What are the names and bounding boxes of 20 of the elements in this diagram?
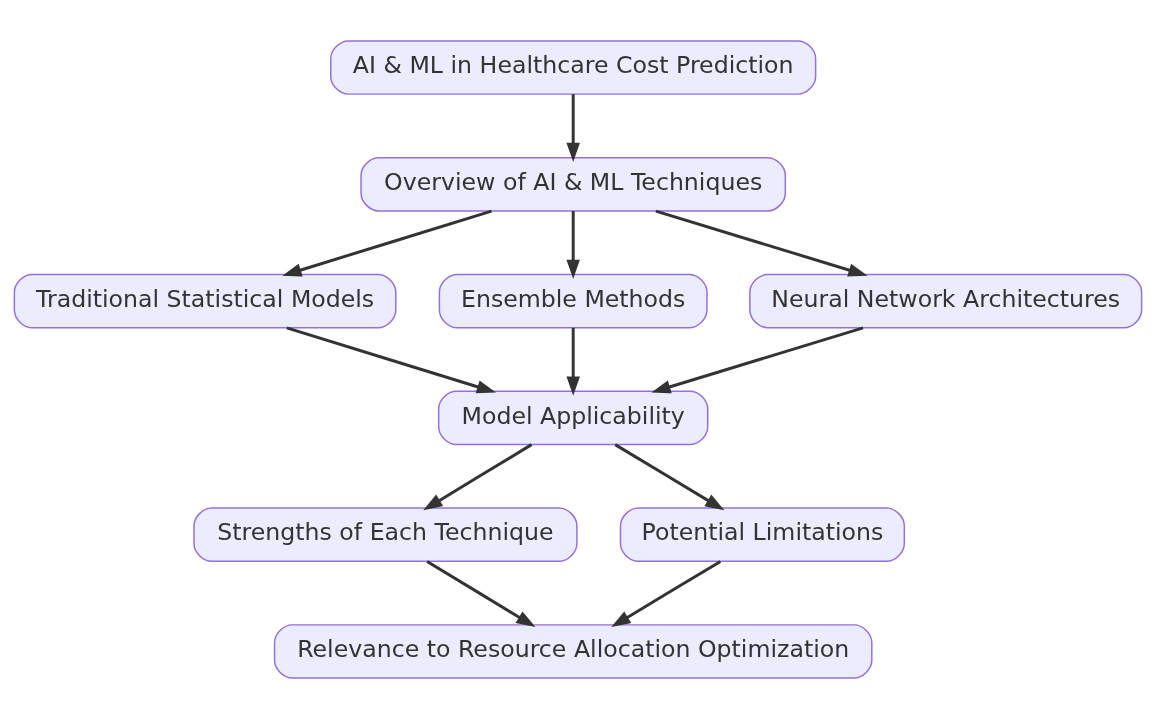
arrow: [611, 559, 722, 627]
node-box: Traditional Statistical Models: [13, 273, 397, 328]
arrow: [286, 325, 496, 393]
node-box: Potential Limitations: [619, 506, 906, 562]
node-box: Relevance to Resource Allocation Optimization: [273, 623, 873, 679]
arrow: [655, 209, 868, 277]
node-box: Strengths of Each Technique: [193, 506, 578, 562]
arrow: [566, 93, 580, 162]
arrow: [426, 559, 536, 627]
arrow: [651, 325, 864, 393]
arrow: [614, 442, 725, 510]
node-box: AI & ML in Healthcare Cost Prediction: [330, 39, 817, 95]
node-box: Model Applicability: [437, 390, 709, 445]
arrow: [423, 442, 533, 510]
node-box: Overview of AI & ML Techniques: [360, 156, 787, 212]
node-box: Ensemble Methods: [438, 273, 708, 328]
arrow: [566, 327, 580, 396]
node-box: Neural Network Architectures: [749, 273, 1143, 328]
arrow: [566, 210, 580, 279]
arrow: [282, 209, 492, 276]
